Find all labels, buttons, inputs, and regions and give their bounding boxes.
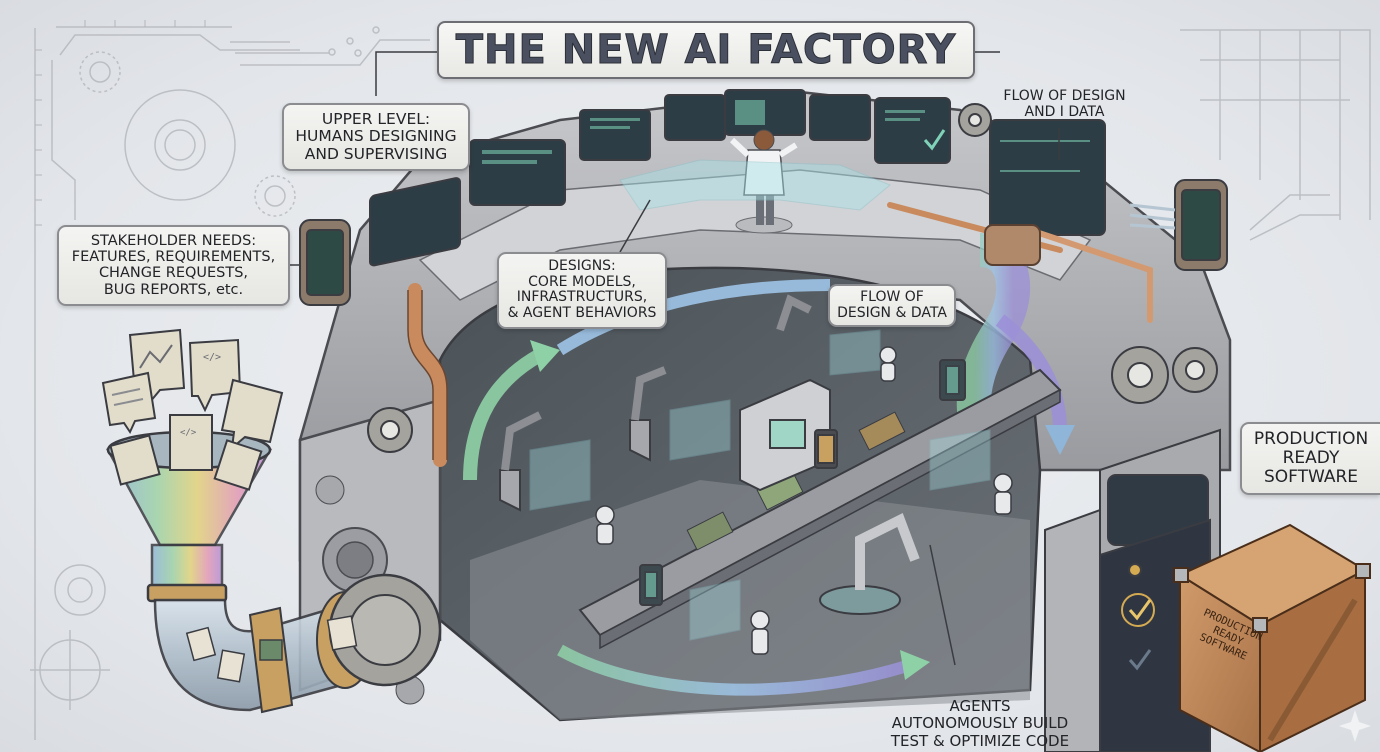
flow-arrows xyxy=(463,279,1075,696)
checkmark-icon xyxy=(923,129,946,151)
label-agents: AGENTS AUTONOMOUSLY BUILD TEST & OPTIMIZ… xyxy=(890,697,1070,750)
label-flow-center: FLOW OF DESIGN & DATA xyxy=(828,284,956,328)
code-document-icon: </> xyxy=(188,338,242,413)
blueprint-background xyxy=(30,26,1371,740)
supervisor-figure-icon xyxy=(729,129,798,234)
page-title: THE NEW AI FACTORY xyxy=(455,27,957,74)
callout-lines xyxy=(290,51,1060,666)
wooden-crate-icon xyxy=(1173,523,1371,752)
label-production-ready: PRODUCTION READY SOFTWARE xyxy=(1240,422,1380,496)
label-upper-level: UPPER LEVEL: HUMANS DESIGNING AND SUPERV… xyxy=(282,103,470,172)
tablets xyxy=(639,359,966,606)
output-panel xyxy=(1044,428,1221,752)
label-stakeholder-needs: STAKEHOLDER NEEDS: FEATURES, REQUIREMENT… xyxy=(57,225,290,306)
title-banner: THE NEW AI FACTORY xyxy=(437,21,975,79)
robot-worker-icon xyxy=(595,346,1013,655)
holo-console xyxy=(619,159,891,211)
central-machine xyxy=(739,378,838,492)
label-flow-top: FLOW OF DESIGN AND I DATA xyxy=(1003,88,1126,121)
sparkle-icon xyxy=(1339,710,1371,742)
svg-text:</>: </> xyxy=(180,428,197,438)
screen-glow xyxy=(482,100,1090,172)
svg-text:</>: </> xyxy=(203,352,221,363)
text-document-icon xyxy=(101,371,157,435)
input-documents: </> </> xyxy=(101,328,284,491)
conveyor-belt xyxy=(578,368,1062,650)
label-designs: DESIGNS: CORE MODELS, INFRASTRUCTURS, & … xyxy=(497,252,667,329)
funnel-documents: </> xyxy=(109,414,263,491)
layout-document-icon xyxy=(220,378,284,451)
holo-panels xyxy=(529,329,991,641)
robotic-arms xyxy=(499,294,920,615)
pipe-documents xyxy=(185,615,358,683)
gear-icons xyxy=(367,103,1218,453)
copper-pipes-outline xyxy=(407,290,448,460)
ruler-ticks xyxy=(35,20,206,226)
connector-modules xyxy=(299,179,1228,306)
